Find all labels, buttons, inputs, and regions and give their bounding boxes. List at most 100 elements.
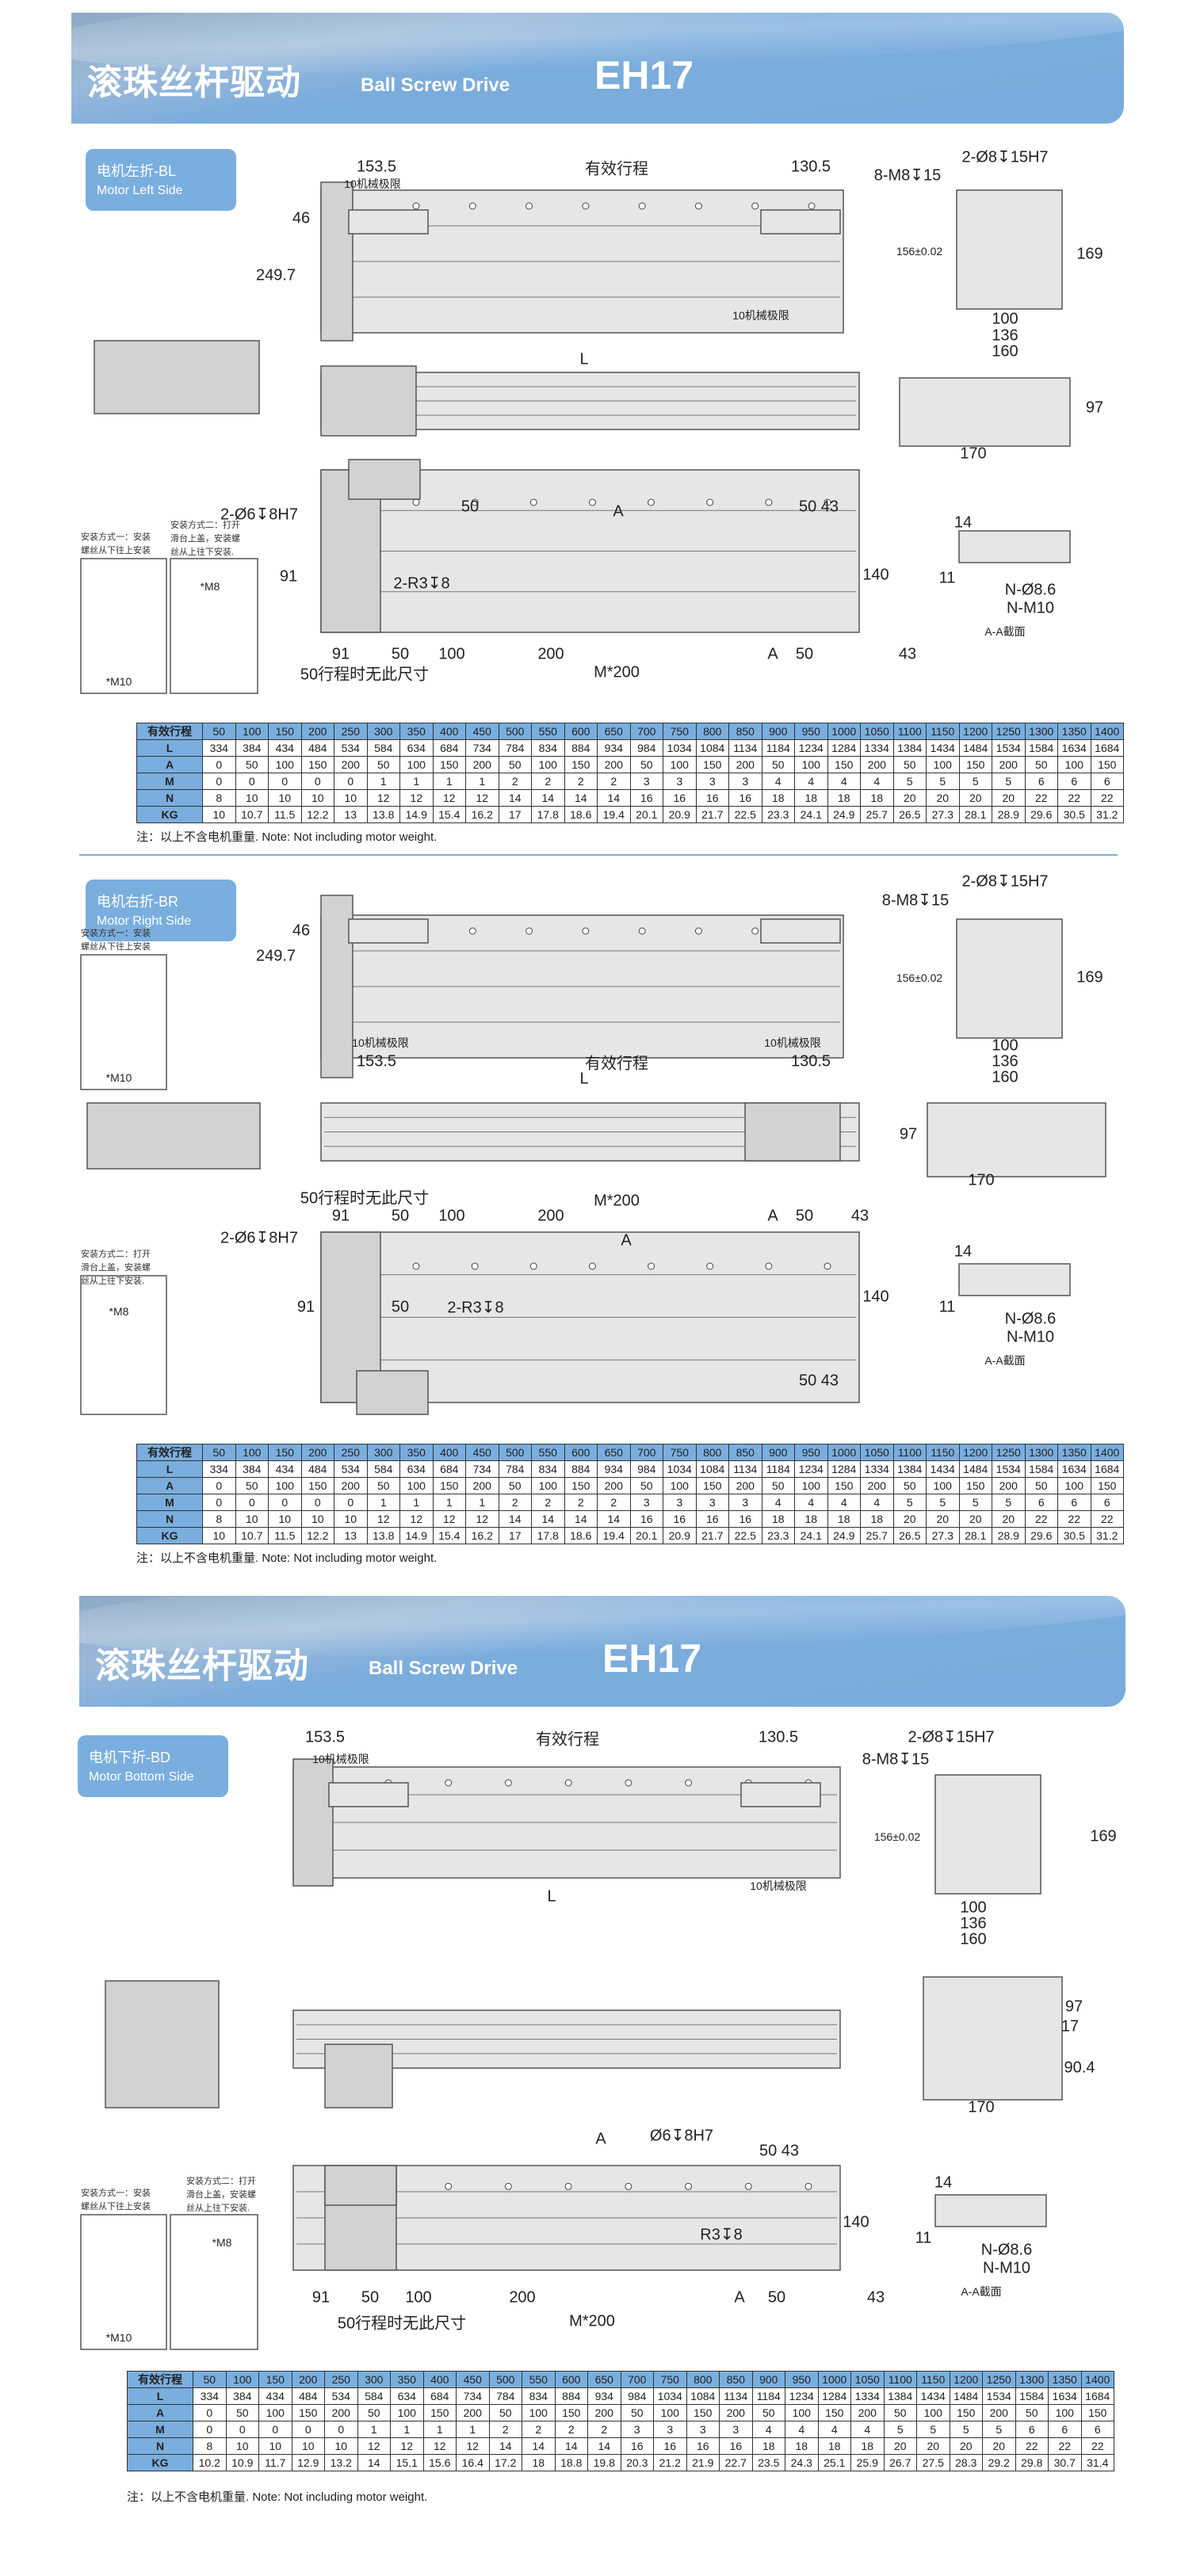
table-cell: 25.9 — [850, 2454, 885, 2471]
table-cell: 450 — [465, 723, 499, 740]
table-cell: 834 — [531, 1460, 565, 1478]
table-cell: 2 — [498, 773, 532, 790]
table-cell: 200 — [465, 756, 499, 773]
table-cell: 200 — [334, 756, 368, 773]
dimension-aacap: A-A截面 — [961, 2285, 1002, 2298]
table-cell: 20 — [892, 1510, 927, 1528]
dimension-d249: 249.7 — [255, 947, 296, 965]
table-cell: 200 — [465, 1477, 499, 1494]
table-cell: 200 — [982, 2404, 1016, 2421]
table-cell: 850 — [719, 2371, 753, 2388]
table-cell: 150 — [1080, 2404, 1114, 2421]
sideMotorBlk-view — [324, 2044, 393, 2109]
table-cell: 1384 — [883, 2387, 917, 2405]
table-cell: 50 — [193, 2371, 227, 2388]
table-cell: 50 — [751, 2404, 785, 2421]
mounting-hole — [445, 1779, 453, 1787]
table-cell: 10 — [268, 1510, 302, 1528]
row-header: 有效行程 — [127, 2371, 193, 2388]
table-cell: 30.7 — [1048, 2454, 1082, 2471]
screw-m8-label: *M8 — [109, 1305, 129, 1318]
table-cell: 200 — [992, 1477, 1026, 1494]
table-cell: 20 — [992, 789, 1026, 807]
table-cell: 200 — [597, 1477, 631, 1494]
table-cell: 20 — [992, 1510, 1026, 1528]
table-cell: 850 — [728, 1444, 762, 1461]
table-cell: 150 — [1090, 756, 1124, 773]
table-cell: 16 — [620, 2437, 654, 2455]
table-cell: 150 — [949, 2404, 983, 2421]
table-cell: 350 — [399, 1444, 434, 1461]
table-cell: 900 — [751, 2371, 785, 2388]
table-cell: 100 — [399, 1477, 434, 1494]
table-cell: 1250 — [992, 723, 1026, 740]
table-cell: 1050 — [850, 2371, 885, 2388]
dimension-d100: 100 — [992, 310, 1018, 328]
table-cell: 50 — [202, 1444, 236, 1461]
mounting-hole — [471, 1262, 479, 1270]
table-cell: 200 — [728, 1477, 762, 1494]
table-cell: 6 — [1057, 773, 1091, 790]
table-cell: 600 — [564, 1444, 598, 1461]
table-cell: 16 — [695, 789, 729, 807]
table-cell: 1200 — [949, 2371, 983, 2388]
table-cell: 400 — [422, 2371, 457, 2388]
table-cell: 50 — [235, 756, 269, 773]
table-cell: 1 — [432, 1494, 466, 1511]
table-cell: 50 — [629, 756, 663, 773]
table-cell: 50 — [357, 2404, 391, 2421]
table-cell: 1334 — [850, 2387, 885, 2405]
table-cell: 2 — [564, 773, 598, 790]
table-cell: 100 — [1048, 2404, 1082, 2421]
table-cell: 12 — [465, 1510, 499, 1528]
table-cell: 4 — [860, 1494, 894, 1511]
table-cell: 1050 — [860, 723, 894, 740]
table-cell: 1100 — [892, 723, 927, 740]
row-header: KG — [136, 806, 203, 823]
table-cell: 1634 — [1057, 739, 1091, 757]
table-cell: 934 — [597, 1460, 631, 1478]
table-cell: 334 — [202, 1460, 236, 1478]
mount-method-1-note: 安装方式一：安装 螺丝从下往上安装 — [81, 2189, 151, 2212]
screw-m8-label: *M8 — [200, 580, 220, 593]
technical-drawing — [80, 1758, 1063, 2350]
dimension-d169: 169 — [1076, 245, 1103, 263]
header-title-en: Ball Screw Drive — [361, 74, 510, 96]
mb1-view — [80, 558, 167, 694]
table-cell: 4 — [860, 773, 894, 790]
dimension-r3: 2-R3↧8 — [393, 574, 450, 593]
table-cell: 1300 — [1024, 723, 1058, 740]
table-cell: 150 — [695, 756, 729, 773]
row-header: L — [127, 2387, 193, 2405]
table-cell: 26.5 — [892, 806, 927, 823]
table-cell: 150 — [827, 756, 861, 773]
table-cell: 3 — [653, 2421, 687, 2438]
table-cell: 18 — [522, 2454, 556, 2471]
table-cell: 434 — [258, 2387, 292, 2405]
sideMotor-view — [86, 1102, 261, 1170]
table-cell: 4 — [794, 1494, 828, 1511]
row-header: A — [136, 1477, 203, 1494]
table-cell: 16 — [719, 2437, 753, 2455]
carR-view — [760, 918, 841, 944]
table-cell: 1134 — [728, 739, 762, 757]
table-cell: 150 — [258, 2371, 292, 2388]
dimension-aacap: A-A截面 — [984, 625, 1026, 638]
table-cell: 50 — [202, 723, 236, 740]
mounting-hole — [685, 2182, 693, 2190]
table-cell: 150 — [268, 1444, 302, 1461]
table-cell: 1200 — [958, 723, 992, 740]
table-cell: 200 — [860, 1477, 894, 1494]
table-cell: 100 — [258, 2404, 292, 2421]
table-cell: 16 — [663, 1510, 697, 1528]
table-cell: 21.9 — [686, 2454, 720, 2471]
table-cell: 6 — [1080, 2421, 1114, 2438]
table-cell: 5 — [926, 1494, 960, 1511]
view-label-cn: 电机右折-BR — [97, 894, 178, 910]
table-cell: 5 — [926, 773, 960, 790]
technical-drawing — [80, 895, 1106, 1415]
